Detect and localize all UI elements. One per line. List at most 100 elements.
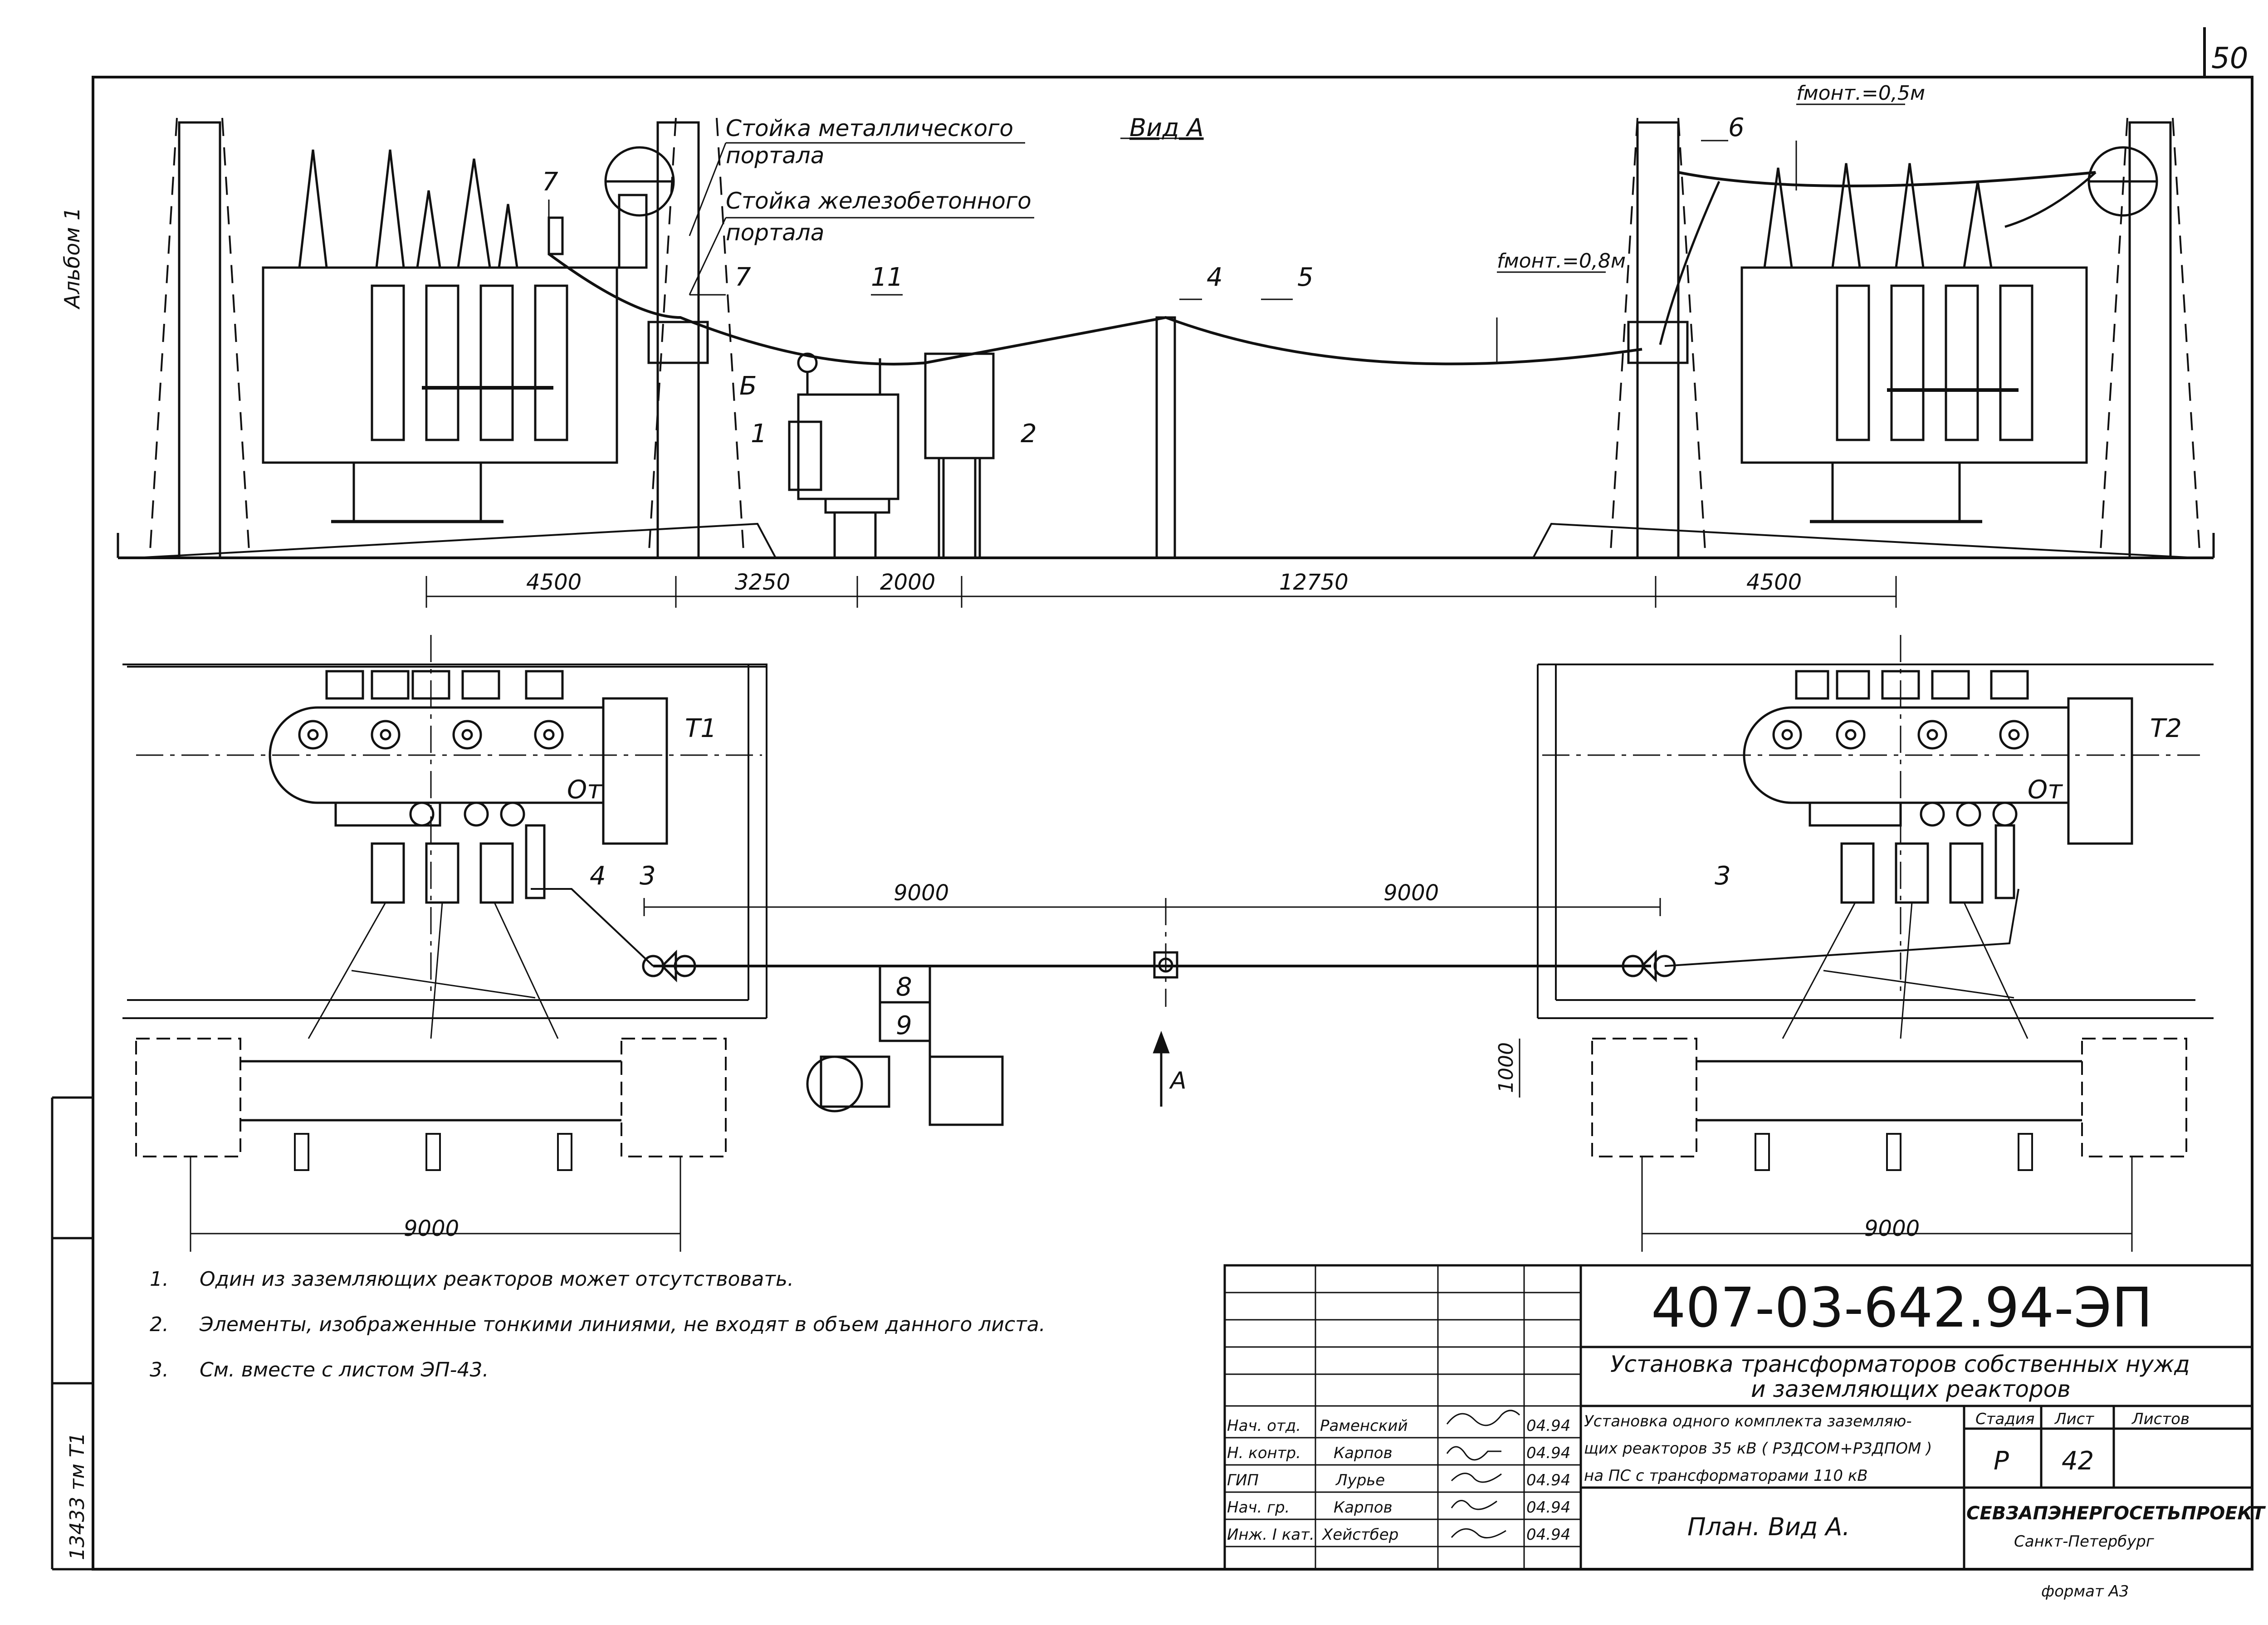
note-2-text: Элементы, изображенные тонкими линиями, … [199,1313,1046,1336]
signer-name: Лурье [1335,1471,1385,1489]
dim-2000: 2000 [880,570,935,595]
dim-1000: 1000 [1495,1042,1518,1093]
title-block [1223,1264,2253,1571]
view-leaders [548,103,1905,300]
metal-post-right [2128,121,2172,559]
desc-1: Установка одного комплекта заземляю- [1584,1412,1912,1430]
signer-role: Нач. гр. [1227,1498,1290,1517]
signer-date: 04.94 [1526,1526,1570,1544]
doc-title-1: Установка трансформаторов собственных ну… [1610,1351,2190,1377]
transformer-t1-elevation [262,146,675,523]
label-ot1: От [567,775,602,805]
dim-4500-right: 4500 [1746,570,1802,595]
mark-1: 1 [751,419,767,449]
concrete-post-left [647,121,709,559]
metal-post-left [178,121,221,559]
label-metal-post-2: портала [726,142,824,169]
desc-2: щих реакторов 35 кВ ( РЗДСОМ+РЗДПОМ ) [1584,1440,1932,1458]
desc-3: на ПС с трансформаторами 110 кВ [1584,1467,1868,1485]
dim-3250: 3250 [735,570,790,595]
dim-4500-left: 4500 [526,570,582,595]
signer-date: 04.94 [1526,1471,1570,1489]
signer-name: Хейстбер [1321,1526,1398,1544]
mark-6: 6 [1728,113,1745,142]
dim-12750: 12750 [1279,570,1349,595]
mark-7b: 7 [735,263,751,292]
mark-b: Б [739,371,757,401]
note-2-num: 2. [150,1313,169,1336]
signer-role: Нач. отд. [1227,1417,1301,1435]
sag-right-top: fмонт.=0,5м [1796,82,1925,105]
view-a [117,103,2215,608]
plan-mark-9: 9 [896,1011,912,1040]
note-3-text: См. вместе с листом ЭП-43. [200,1358,489,1381]
reactor-8-9-plan [806,965,1004,1126]
format-label: формат А3 [2041,1582,2129,1601]
label-concrete-post-1: Стойка железобетонного [726,188,1031,214]
sheet-frame [92,27,2253,1571]
label-metal-post-1: Стойка металлического [726,115,1013,142]
label-ot2: От [2028,775,2063,805]
transformer-t2-plan [1743,670,2133,904]
grounding-reactor-elevation [788,352,899,558]
stage-header: Стадия [1975,1410,2034,1428]
view-dimensions [425,576,1897,608]
doc-code: 407-03-642.94-ЭП [1651,1277,2153,1340]
mark-2: 2 [1021,419,1037,449]
signer-role: Н. контр. [1227,1444,1301,1462]
plan-mark-8: 8 [896,972,912,1002]
sag-middle: fмонт.=0,8м [1497,249,1626,273]
transformer-t2-elevation [1740,146,2158,523]
signer-date: 04.94 [1526,1444,1570,1462]
reactor-2-elevation [924,352,995,559]
signer-date: 04.94 [1526,1417,1570,1435]
isolator-3-left [642,949,696,983]
sheet-name: План. Вид А. [1687,1513,1850,1541]
concrete-post-right [1627,121,1689,559]
post-4-plan [1153,951,1178,979]
dim-9000-b: 9000 [1383,880,1439,906]
signer-name: Раменский [1320,1417,1408,1435]
note-1-num: 1. [150,1268,169,1291]
sheet-header: Лист [2054,1410,2094,1428]
album-label: Альбом 1 [60,207,84,310]
middle-post [1155,316,1176,559]
dim-9000-d: 9000 [1864,1216,1920,1241]
plan-mark-3-left: 3 [640,861,656,891]
note-1-text: Один из заземляющих реакторов может отсу… [200,1268,794,1291]
note-3-num: 3. [150,1358,169,1381]
label-t1: Т1 [685,714,717,743]
plan-mark-4: 4 [590,861,606,891]
signer-role: Инж. I кат. [1227,1526,1315,1544]
plan-view [122,635,2214,1252]
signer-name: Карпов [1334,1444,1393,1462]
view-title: Вид А [1129,113,1204,142]
sheets-header: Листов [2131,1410,2190,1428]
signers: Нач. отд. Раменский 04.94 Н. контр. Карп… [1227,1417,1570,1544]
stage-value: Р [1994,1446,2009,1476]
conductor-5 [548,253,1642,366]
mark-4-view: 4 [1207,263,1223,292]
dim-9000-c: 9000 [404,1216,459,1241]
label-t2: Т2 [2150,714,2182,743]
mark-11: 11 [871,263,903,292]
signer-name: Карпов [1334,1498,1393,1517]
plan-mark-3-right: 3 [1715,861,1731,891]
signer-role: ГИП [1227,1471,1259,1489]
org-name: СЕВЗАПЭНЕРГОСЕТЬПРОЕКТ [1966,1503,2266,1524]
transformer-t1-plan [269,670,668,904]
label-concrete-post-2: портала [726,220,824,246]
signer-date: 04.94 [1526,1498,1570,1517]
org-city: Санкт-Петербург [2014,1532,2155,1551]
notes: 1. Один из заземляющих реакторов может о… [150,1268,1046,1381]
mark-7a: 7 [542,167,558,197]
dim-9000-a: 9000 [894,880,949,906]
inventory-number: 13433 тм Т1 [66,1432,89,1560]
margin-strip [51,1096,93,1571]
mark-5: 5 [1297,263,1314,292]
sheet-value: 42 [2062,1446,2094,1476]
conductor-6 [1678,171,2096,187]
arrow-a-label: А [1169,1067,1187,1094]
page-number: 50 [2211,42,2248,75]
